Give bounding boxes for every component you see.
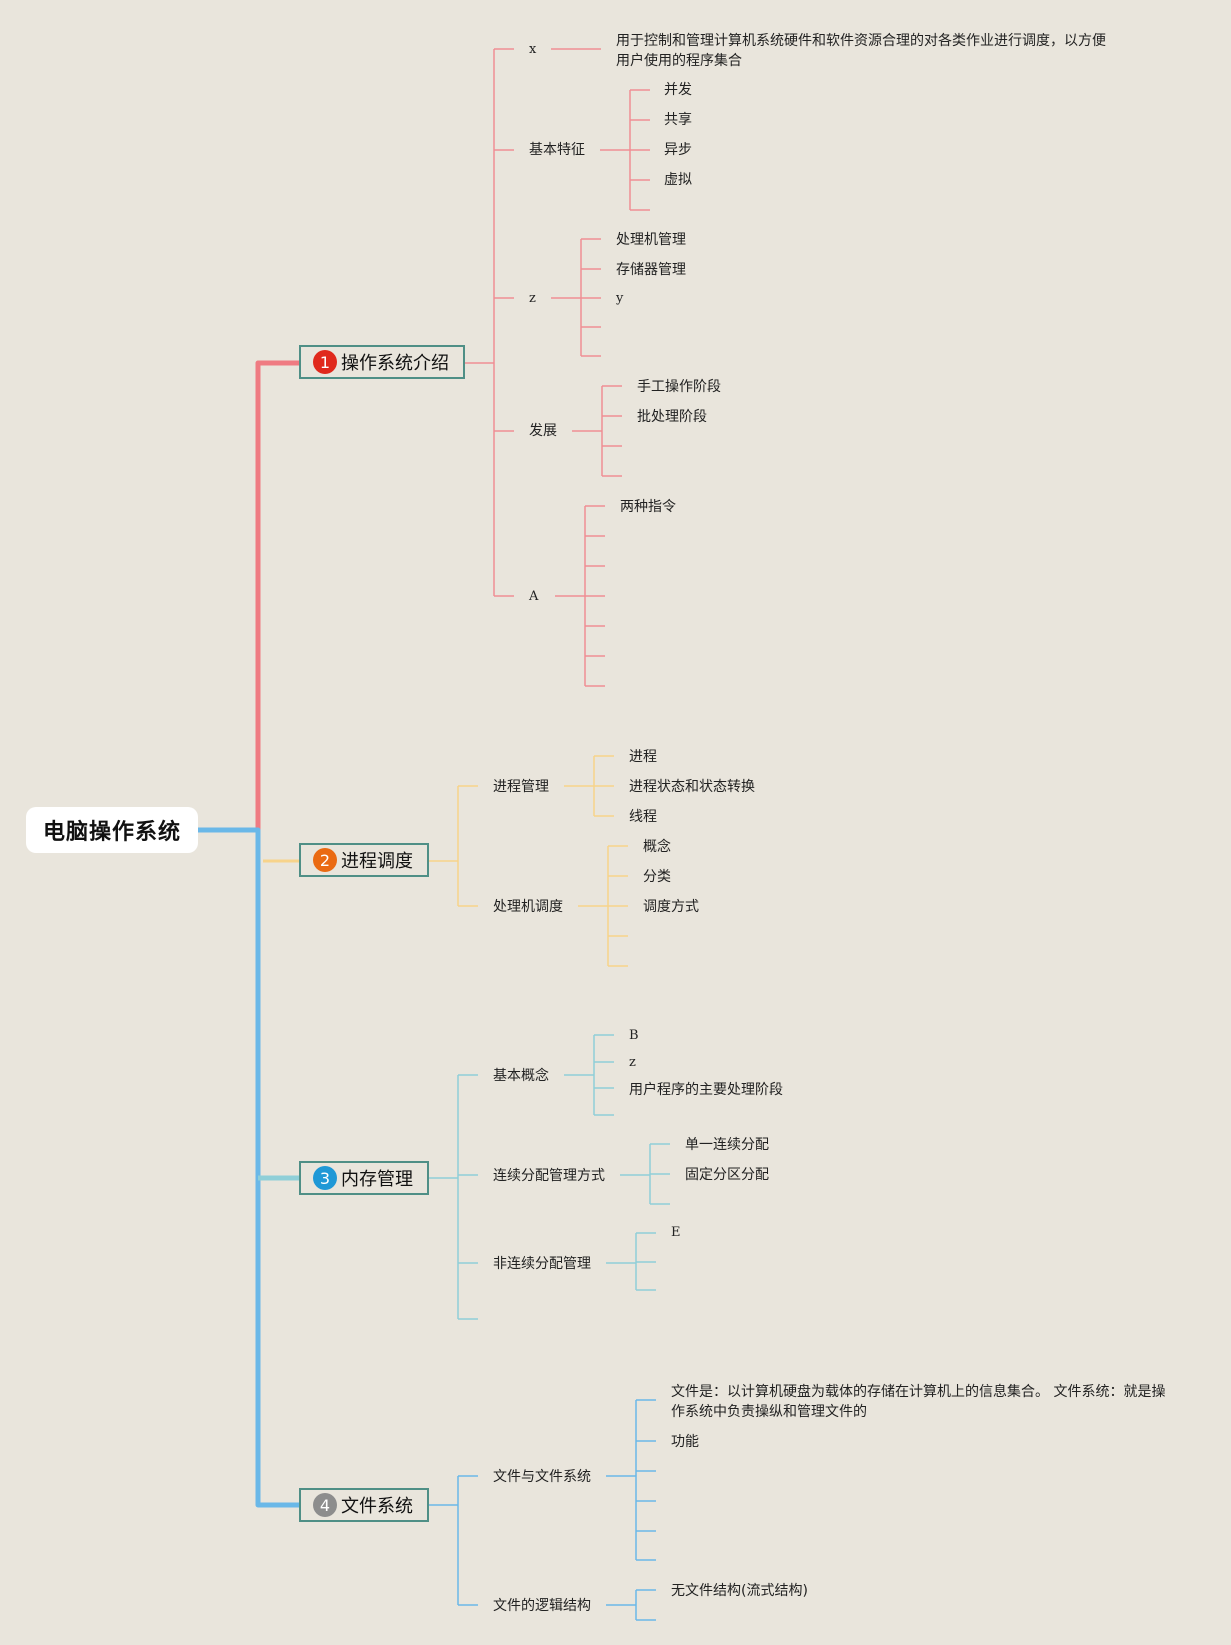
leaf-node[interactable]: 异步	[664, 142, 692, 158]
subtopic-node[interactable]: 基本特征	[529, 142, 585, 158]
leaf-node[interactable]: 功能	[671, 1434, 699, 1450]
leaf-node[interactable]: 文件是：以计算机硬盘为载体的存储在计算机上的信息集合。 文件系统：就是操作系统中…	[671, 1384, 1166, 1420]
leaf-node[interactable]: 调度方式	[643, 899, 699, 915]
branch-topic-4	[429, 1399, 656, 1621]
topic-node-4[interactable]: 4 文件系统	[299, 1488, 429, 1522]
topic-node-2[interactable]: 2 进程调度	[299, 843, 429, 877]
topic-label: 内存管理	[341, 1169, 413, 1190]
leaf-node[interactable]: 无文件结构(流式结构)	[671, 1583, 808, 1599]
branch-topic-1	[464, 48, 650, 687]
number-badge-icon: 2	[313, 848, 337, 872]
topic-label: 文件系统	[341, 1496, 413, 1517]
leaf-node[interactable]: 用于控制和管理计算机系统硬件和软件资源合理的对各类作业进行调度，以方便用户使用的…	[616, 33, 1106, 69]
leaf-node[interactable]: 共享	[664, 112, 692, 128]
leaf-node[interactable]: 线程	[629, 809, 657, 825]
topic-label: 操作系统介绍	[341, 353, 449, 374]
trunk-blue	[198, 827, 300, 1508]
leaf-node[interactable]: B	[629, 1028, 639, 1043]
leaf-node[interactable]: 虚拟	[664, 172, 692, 188]
number-badge-icon: 4	[313, 1493, 337, 1517]
number-badge-icon: 1	[313, 350, 337, 374]
subtopic-node[interactable]: 文件与文件系统	[493, 1469, 591, 1485]
subtopic-node[interactable]: z	[529, 291, 536, 306]
subtopic-node[interactable]: A	[529, 589, 539, 604]
trunk-red	[255, 360, 300, 830]
root-title: 电脑操作系统	[42, 820, 181, 845]
leaf-node[interactable]: 单一连续分配	[685, 1137, 769, 1153]
branch-topic-2	[429, 755, 628, 967]
branch-topic-3	[429, 1034, 670, 1320]
leaf-node[interactable]: E	[671, 1225, 681, 1240]
subtopic-node[interactable]: 发展	[529, 423, 557, 439]
topic-label: 进程调度	[341, 851, 413, 872]
leaf-node[interactable]: 进程状态和状态转换	[629, 779, 755, 795]
subtopic-node[interactable]: 文件的逻辑结构	[493, 1598, 591, 1614]
leaf-node[interactable]: 固定分区分配	[685, 1167, 769, 1183]
topic-node-1[interactable]: 1 操作系统介绍	[299, 345, 465, 379]
subtopic-node[interactable]: 处理机调度	[493, 899, 563, 915]
leaf-node[interactable]: 用户程序的主要处理阶段	[629, 1082, 783, 1098]
leaf-node[interactable]: 并发	[664, 82, 692, 98]
leaf-node[interactable]: y	[616, 291, 624, 306]
leaf-node[interactable]: 概念	[643, 839, 671, 855]
leaf-node[interactable]: 分类	[643, 869, 671, 885]
leaf-node[interactable]: 两种指令	[620, 499, 676, 515]
leaf-node[interactable]: 批处理阶段	[637, 409, 707, 425]
topic-node-3[interactable]: 3 内存管理	[299, 1161, 429, 1195]
subtopic-node[interactable]: 基本概念	[493, 1068, 549, 1084]
leaf-node[interactable]: 存储器管理	[616, 262, 686, 278]
number-badge-icon: 3	[313, 1166, 337, 1190]
leaf-node[interactable]: 手工操作阶段	[637, 379, 721, 395]
leaf-node[interactable]: 进程	[629, 749, 657, 765]
leaf-node[interactable]: z	[629, 1055, 636, 1070]
subtopic-node[interactable]: 连续分配管理方式	[493, 1168, 605, 1184]
subtopic-node[interactable]: 非连续分配管理	[493, 1256, 591, 1272]
subtopic-node[interactable]: x	[529, 42, 537, 57]
leaf-node[interactable]: 处理机管理	[616, 232, 686, 248]
root-node[interactable]: 电脑操作系统	[26, 807, 198, 853]
subtopic-node[interactable]: 进程管理	[493, 779, 549, 795]
